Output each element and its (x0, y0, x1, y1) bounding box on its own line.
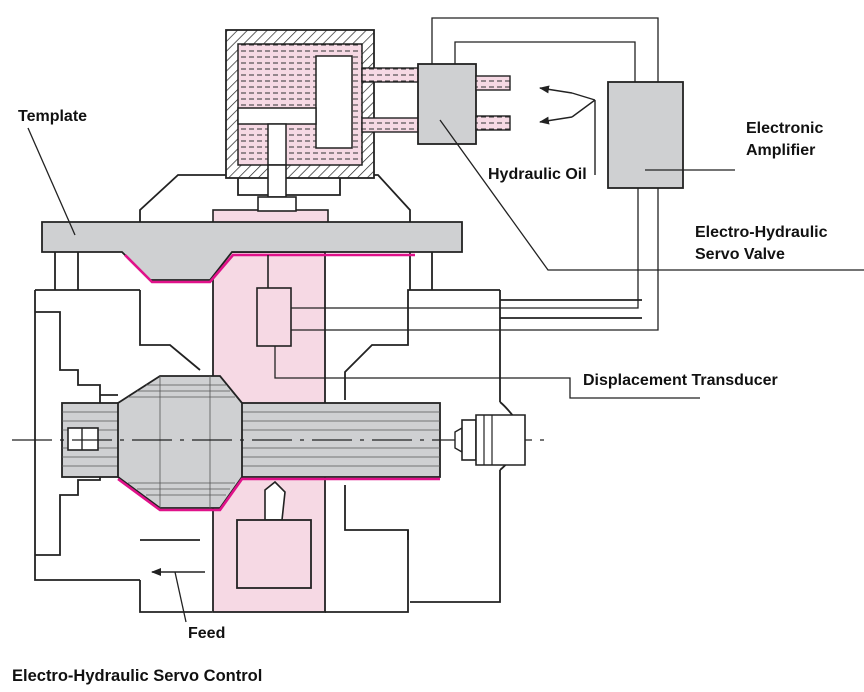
label-electronic-amplifier-line2: Amplifier (746, 142, 816, 159)
label-displacement-transducer: Displacement Transducer (583, 372, 778, 389)
cutting-tool (236, 480, 312, 589)
signal-wires (288, 17, 864, 331)
label-template: Template (18, 108, 88, 125)
label-electronic-amplifier-line1: Electronic (746, 120, 824, 137)
machine-frame (34, 174, 642, 613)
hydraulic-cylinder (225, 29, 421, 212)
displacement-transducer (256, 255, 700, 399)
servo-valve (417, 63, 511, 145)
label-servo-valve-line2: Servo Valve (695, 246, 785, 263)
diagram-caption: Electro-Hydraulic Servo Control (12, 667, 263, 685)
label-hydraulic-oil: Hydraulic Oil (488, 166, 587, 183)
workpiece (12, 375, 552, 512)
template-profile-edge (124, 253, 415, 284)
label-servo-valve-line1: Electro-Hydraulic (695, 224, 828, 241)
label-feed: Feed (188, 625, 226, 642)
electronic-amplifier (607, 81, 684, 189)
